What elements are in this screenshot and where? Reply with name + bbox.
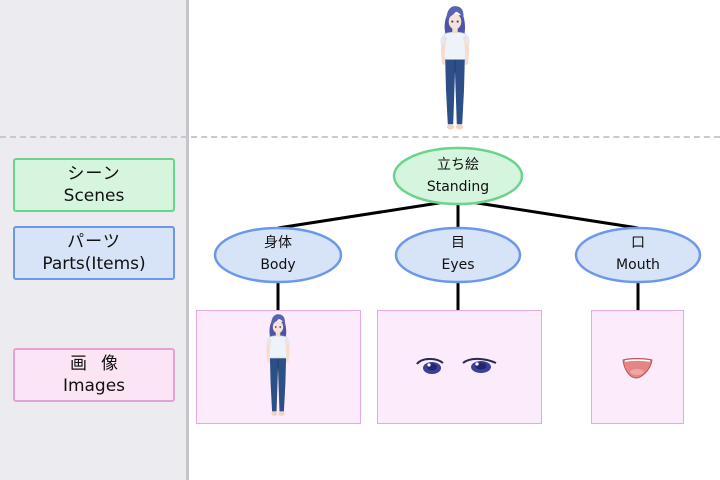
image-box-eyes xyxy=(377,310,542,424)
node-body xyxy=(213,226,343,284)
character-full-figure-icon xyxy=(439,5,471,131)
node-mouth xyxy=(574,226,702,284)
node-standing xyxy=(392,146,524,206)
legend-scenes: シーン Scenes xyxy=(13,158,175,212)
node-eyes xyxy=(394,226,522,284)
section-divider xyxy=(0,136,720,138)
legend-parts: パーツ Parts(Items) xyxy=(13,226,175,280)
character-body-icon xyxy=(265,313,291,417)
legend-scenes-en: Scenes xyxy=(63,186,125,206)
edge-standing-body xyxy=(277,198,459,230)
legend-images-ja: 画像 xyxy=(70,354,132,374)
legend-scenes-ja: シーン xyxy=(67,164,121,184)
legend-images: 画像 Images xyxy=(13,348,175,402)
open-mouth-icon xyxy=(622,358,653,379)
anime-eyes-icon xyxy=(416,357,497,374)
legend-parts-ja: パーツ xyxy=(67,232,121,252)
sidebar-divider xyxy=(186,0,189,480)
edge-standing-mouth xyxy=(457,198,639,230)
legend-images-en: Images xyxy=(62,376,126,396)
legend-parts-en: Parts(Items) xyxy=(42,254,146,274)
